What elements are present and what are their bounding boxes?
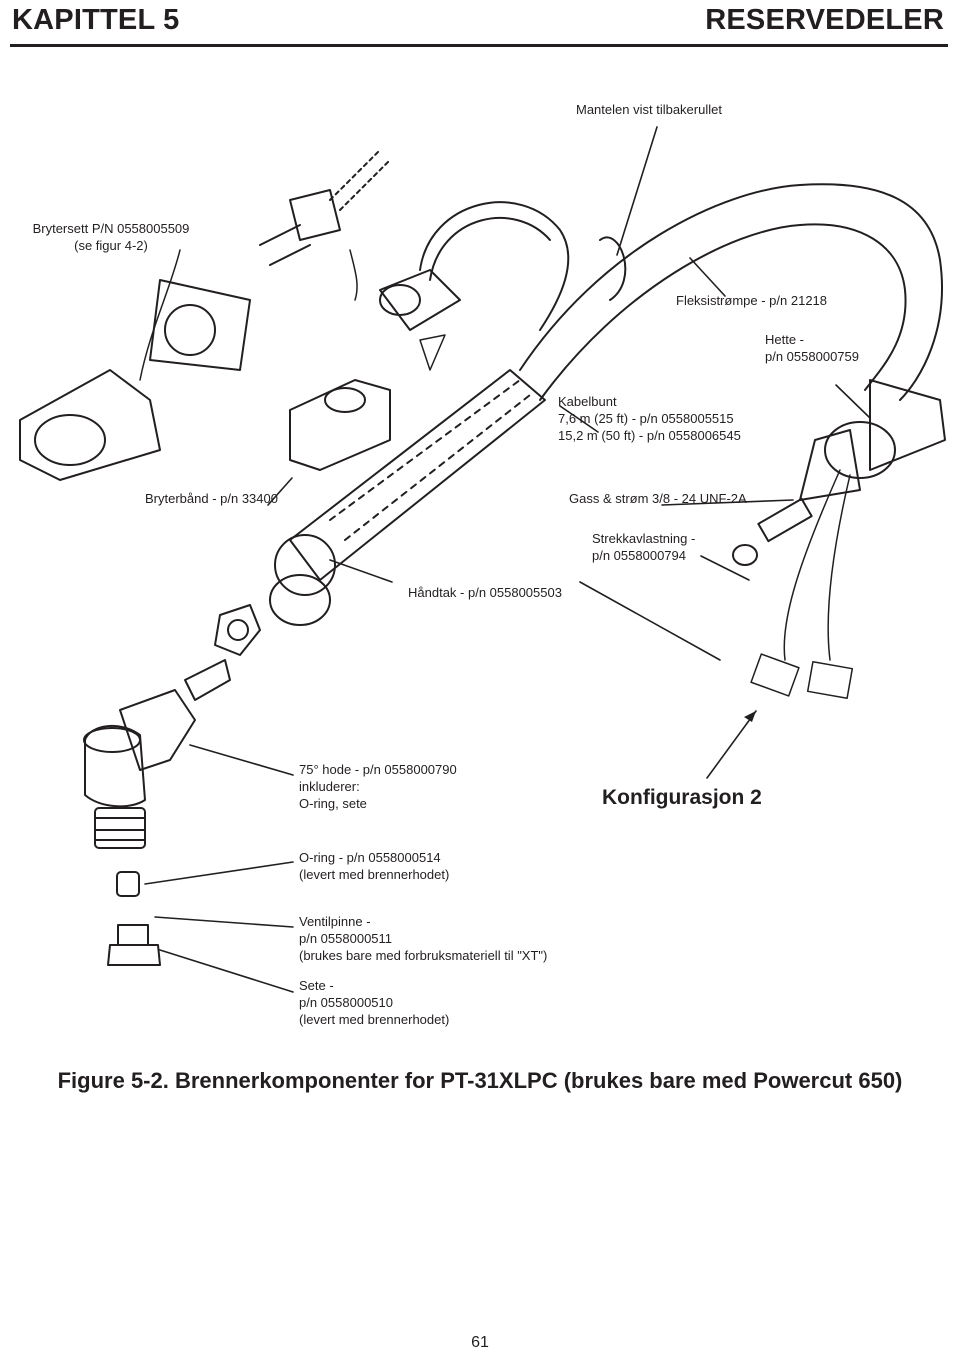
ventil-line-1: Ventilpinne - xyxy=(299,914,371,929)
label-strekkavlastning: Strekkavlastning - p/n 0558000794 xyxy=(592,530,695,564)
hode-line-3: O-ring, sete xyxy=(299,796,367,811)
assembly-arrows xyxy=(139,249,446,381)
ventil-line-3: (brukes bare med forbruksmateriell til "… xyxy=(299,948,548,963)
hette-line-1: Hette - xyxy=(765,332,805,347)
label-fleksistrompe: Fleksistrømpe - p/n 21218 xyxy=(676,293,828,308)
label-hette: Hette - p/n 0558000759 xyxy=(765,331,859,365)
label-sete: Sete - p/n 0558000510 (levert med brenne… xyxy=(299,977,449,1028)
seat xyxy=(107,924,161,966)
label-handtak: Håndtak - p/n 0558005503 xyxy=(408,585,562,600)
leader-lines xyxy=(144,126,871,993)
label-konfigurasjon: Konfigurasjon 2 xyxy=(602,786,762,809)
switch-parts xyxy=(19,149,570,481)
chapter-title: KAPITTEL 5 xyxy=(12,4,180,36)
hode-line-2: inkluderer: xyxy=(299,779,360,794)
fittings xyxy=(184,604,261,701)
cap xyxy=(824,379,946,479)
label-gass: Gass & strøm 3/8 - 24 UNF-2A xyxy=(569,491,747,506)
strekk-line-1: Strekkavlastning - xyxy=(592,531,696,546)
brytersett-line-1: Brytersett P/N 0558005509 xyxy=(32,221,190,236)
ventil-line-2: p/n 0558000511 xyxy=(299,931,393,946)
sete-line-3: (levert med brennerhodet) xyxy=(299,1012,450,1027)
oring-line-2: (levert med brennerhodet) xyxy=(299,867,450,882)
strain-relief xyxy=(732,429,861,566)
label-ventilpinne: Ventilpinne - p/n 0558000511 (brukes bar… xyxy=(299,913,547,964)
torch-head xyxy=(83,689,196,849)
label-mantel: Mantelen vist tilbakerullet xyxy=(576,102,722,117)
page-header: KAPITTEL 5 RESERVEDELER xyxy=(0,0,960,50)
kabelbunt-line-2: 7,6 m (25 ft) - p/n 0558005515 xyxy=(558,411,734,426)
label-brytersett: Brytersett P/N 0558005509 (se figur 4-2) xyxy=(26,220,196,254)
wires xyxy=(750,469,854,699)
kabelbunt-line-3: 15,2 m (50 ft) - p/n 0558006545 xyxy=(558,428,741,443)
flexible-hose xyxy=(519,183,943,401)
label-hode: 75° hode - p/n 0558000790 inkluderer: O-… xyxy=(299,761,457,812)
figure-caption: Figure 5-2. Brennerkomponenter for PT-31… xyxy=(57,1068,903,1093)
brytersett-line-2: (se figur 4-2) xyxy=(74,238,148,253)
label-kabelbunt: Kabelbunt 7,6 m (25 ft) - p/n 0558005515… xyxy=(558,393,741,444)
kabelbunt-line-1: Kabelbunt xyxy=(558,394,617,409)
label-oring: O-ring - p/n 0558000514 (levert med bren… xyxy=(299,849,449,883)
strekk-line-2: p/n 0558000794 xyxy=(592,548,686,563)
section-title: RESERVEDELER xyxy=(705,4,944,36)
hette-line-2: p/n 0558000759 xyxy=(765,349,859,364)
sete-line-1: Sete - xyxy=(299,978,334,993)
handle xyxy=(269,369,546,626)
hode-line-1: 75° hode - p/n 0558000790 xyxy=(299,762,457,777)
oring-line-1: O-ring - p/n 0558000514 xyxy=(299,850,441,865)
sete-line-2: p/n 0558000510 xyxy=(299,995,393,1010)
page-number: 61 xyxy=(471,1334,489,1351)
header-rule xyxy=(10,44,948,47)
label-bryterband: Bryterbånd - p/n 33400 xyxy=(145,491,278,506)
o-ring xyxy=(116,871,140,897)
